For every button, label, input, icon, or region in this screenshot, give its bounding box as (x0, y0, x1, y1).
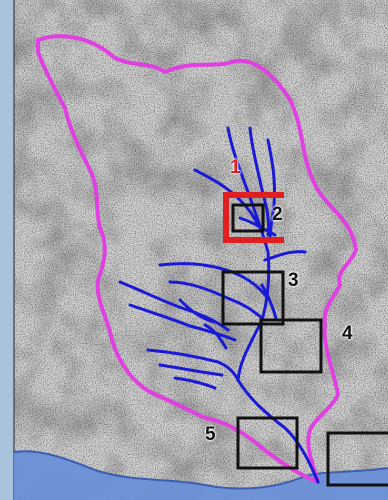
site-5-box (236, 416, 299, 470)
site-2-box (231, 203, 265, 233)
stream-branch (263, 250, 307, 262)
stream-branch (238, 216, 277, 237)
stream-branch (248, 126, 270, 237)
site-label-5: 5 (205, 424, 216, 445)
stream-branch (128, 303, 237, 342)
site-label-4: 4 (342, 323, 353, 344)
site-label-1: 1 (230, 157, 241, 178)
stream-branch (158, 363, 224, 377)
stream-branch (260, 283, 278, 320)
stream-branch (266, 138, 277, 242)
adjacent-sheet-strip (0, 0, 14, 500)
site-1-highlight-bracket (223, 192, 284, 243)
main-river (14, 451, 388, 500)
site-label-3: 3 (288, 270, 299, 291)
stream-branch (178, 298, 216, 324)
site-6-box (326, 431, 388, 487)
stream-branch (173, 376, 217, 390)
watershed-boundary (36, 34, 358, 484)
site-3-box (221, 270, 285, 326)
site-4-box (259, 318, 323, 374)
site-label-2: 2 (272, 204, 283, 225)
stream-branch (203, 323, 228, 350)
stream-branch (146, 348, 240, 382)
river-shore (13, 450, 388, 490)
stream-branch (168, 280, 264, 320)
stream-branch (193, 168, 264, 234)
